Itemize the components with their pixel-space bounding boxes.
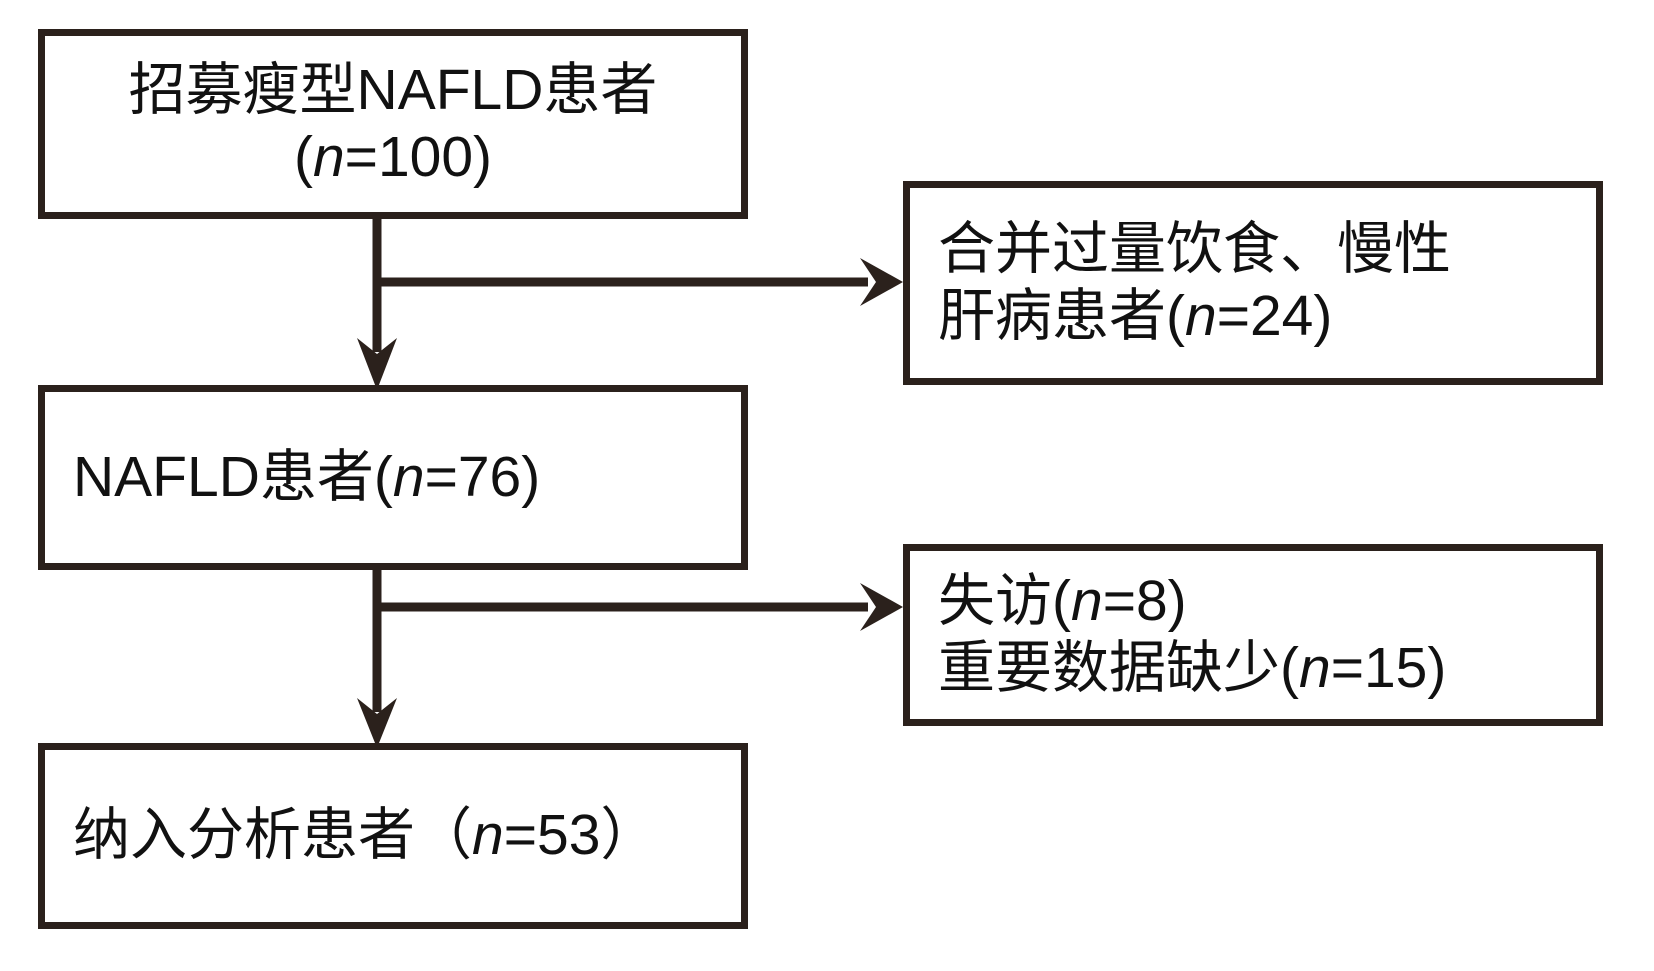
enrolled-patients-box[interactable]: 招募瘦型NAFLD患者(n=100) bbox=[38, 29, 748, 219]
excluded-comorbidity-label: 合并过量饮食、慢性肝病患者(n=24) bbox=[938, 216, 1451, 348]
excluded-comorbidity-box[interactable]: 合并过量饮食、慢性肝病患者(n=24) bbox=[903, 181, 1603, 385]
lost-to-followup-box[interactable]: 失访(n=8)重要数据缺少(n=15) bbox=[903, 544, 1603, 726]
nafld-patients-label: NAFLD患者(n=76) bbox=[73, 444, 541, 509]
nafld-patients-box[interactable]: NAFLD患者(n=76) bbox=[38, 385, 748, 570]
edge-nafld-to-analyzed bbox=[357, 570, 397, 748]
enrolled-patients-label: 招募瘦型NAFLD患者(n=100) bbox=[128, 57, 658, 189]
edge-enroll-to-nafld bbox=[357, 219, 397, 390]
included-in-analysis-label: 纳入分析患者（n=53） bbox=[73, 803, 658, 868]
edge-nafld-to-lost bbox=[377, 583, 903, 631]
edge-enroll-to-excluded bbox=[377, 258, 903, 306]
lost-to-followup-label: 失访(n=8)重要数据缺少(n=15) bbox=[938, 568, 1447, 700]
included-in-analysis-box[interactable]: 纳入分析患者（n=53） bbox=[38, 743, 748, 929]
